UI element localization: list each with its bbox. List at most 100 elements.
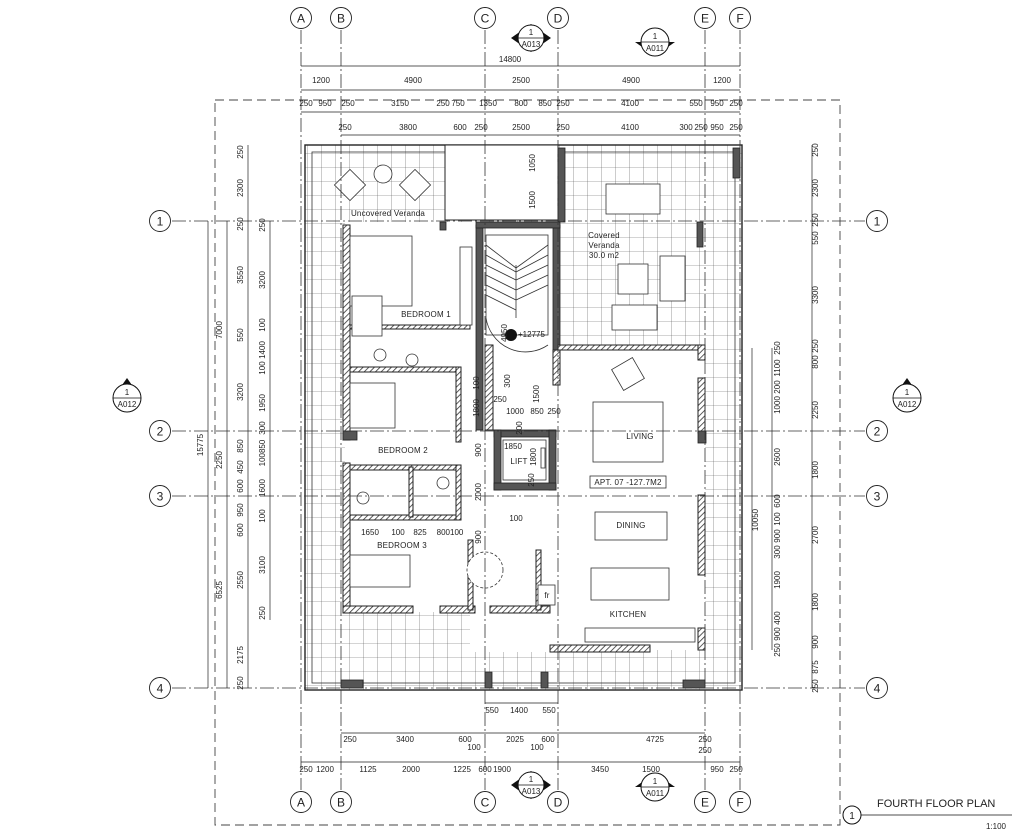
section-marker-a013-top[interactable]: 1 A013 <box>511 24 551 52</box>
dimension-label: 250 <box>343 735 357 744</box>
interior-dimension-label: 2000 <box>474 483 483 501</box>
room-labels: Uncovered Veranda Covered Veranda 30.0 m… <box>351 209 667 619</box>
dimension-label: 2500 <box>512 76 530 85</box>
dimension-label: 250 <box>698 746 712 755</box>
section-markers: 1 A013 1 A013 1 A011 1 A011 1 A012 <box>112 24 922 802</box>
label-dining: DINING <box>616 521 645 530</box>
grid-bubble-E: E <box>694 7 716 29</box>
interior-dimension-label: 250 <box>527 473 536 487</box>
grid-label: 3 <box>874 490 881 504</box>
dimension-label: 100 <box>258 361 267 375</box>
lift-car <box>502 439 547 481</box>
dimension-label: 3200 <box>236 383 245 401</box>
label-uncovered-veranda: Uncovered Veranda <box>351 209 425 218</box>
grid-bubble-B: B <box>330 7 352 29</box>
dimension-label: 900 <box>773 529 782 543</box>
dimension-label: 14800 <box>499 55 522 64</box>
dimension-label: 600 <box>458 735 472 744</box>
dimension-label: 250 <box>811 679 820 693</box>
grid-bubble-A: A <box>290 791 312 813</box>
grid-label: 3 <box>157 490 164 504</box>
marker-sheet: A013 <box>522 787 541 796</box>
dimension-label: 250 <box>773 341 782 355</box>
interior-dimension-label: 1650 <box>361 528 379 537</box>
dimension-label: 250 <box>773 643 782 657</box>
interior-dimension-label: 900 <box>474 530 483 544</box>
dimension-label: 850 <box>538 99 552 108</box>
dimension-label: 4100 <box>621 123 639 132</box>
dimension-label: 2300 <box>811 179 820 197</box>
dimension-label: 600 <box>236 479 245 493</box>
grid-label: 2 <box>874 425 881 439</box>
dimension-label: 7000 <box>215 321 224 339</box>
dimension-label: 550 <box>689 99 703 108</box>
dimension-label: 2500 <box>512 123 530 132</box>
dimension-label: 1200 <box>316 765 334 774</box>
interior-dimension-label: 850 <box>530 407 544 416</box>
section-marker-a012-right[interactable]: 1 A012 <box>892 378 922 413</box>
dimension-label: 250 <box>556 123 570 132</box>
title-number: 1 <box>849 811 855 822</box>
grid-label: B <box>337 12 345 26</box>
dimension-label: 250 <box>698 735 712 744</box>
dimension-label: 4900 <box>404 76 422 85</box>
grid-label: E <box>701 12 709 26</box>
label-covered-veranda-area: 30.0 m2 <box>589 251 620 260</box>
grid-bubble-3: 3 <box>149 485 171 507</box>
marker-number: 1 <box>653 32 658 41</box>
grid-label: 2 <box>157 425 164 439</box>
dimension-label: 3550 <box>236 266 245 284</box>
marker-sheet: A011 <box>646 44 665 53</box>
dimension-label: 100 <box>530 743 544 752</box>
interior-dimension-label: 900 <box>474 443 483 457</box>
walls <box>340 147 741 689</box>
dimension-label: 3150 <box>391 99 409 108</box>
section-marker-a011-top[interactable]: 1 A011 <box>635 27 675 57</box>
dimension-label: 950 <box>236 503 245 517</box>
dimension-label: 200 <box>773 380 782 394</box>
dimension-label: 300 <box>773 545 782 559</box>
grid-label: 4 <box>157 682 164 696</box>
dimension-label: 100 <box>258 318 267 332</box>
dimension-label: 875 <box>811 660 820 674</box>
dimension-label: 600 <box>773 494 782 508</box>
furniture <box>333 164 696 643</box>
dimension-label: 3800 <box>399 123 417 132</box>
grid-label: A <box>297 12 305 26</box>
section-marker-a012-left[interactable]: 1 A012 <box>112 378 142 413</box>
dimension-label: 2175 <box>236 646 245 664</box>
site-boundary-dashed <box>214 99 841 826</box>
interior-dimension-label: 1050 <box>528 154 537 172</box>
grid-bubble-F: F <box>729 791 751 813</box>
interior-dimension-label: 1800 <box>529 448 538 466</box>
dimension-label: 15775 <box>196 433 205 456</box>
dimension-label: 100 <box>467 743 481 752</box>
marker-number: 1 <box>125 388 130 397</box>
label-lift: LIFT <box>510 457 527 466</box>
marker-sheet: A013 <box>522 40 541 49</box>
dimension-label: 100 <box>258 509 267 523</box>
label-bedroom-1: BEDROOM 1 <box>401 310 451 319</box>
dimension-label: 250 <box>811 213 820 227</box>
interior-dimension-label: 1800 <box>472 399 481 417</box>
section-marker-a013-bottom[interactable]: 1 A013 <box>511 771 551 799</box>
section-marker-a011-bottom[interactable]: 1 A011 <box>635 772 675 802</box>
dimension-label: 2600 <box>773 448 782 466</box>
level-marker: +12775 <box>518 330 545 339</box>
interior-dimension-label: 100 <box>472 376 481 390</box>
dimension-label: 250 <box>811 143 820 157</box>
dimension-label: 100850 <box>258 439 267 466</box>
dimension-label: 1125 <box>359 765 377 774</box>
grid-bubble-D: D <box>547 791 569 813</box>
dimension-label: 600 <box>541 735 555 744</box>
label-bedroom-2: BEDROOM 2 <box>378 446 428 455</box>
grid-bubble-D: D <box>547 7 569 29</box>
grid-label: F <box>736 796 743 810</box>
dimension-label: 1350 <box>479 99 497 108</box>
grid-bubble-2: 2 <box>866 420 888 442</box>
label-apartment-tag: APT. 07 -127.7M2 <box>594 478 662 487</box>
dimension-label: 2700 <box>811 526 820 544</box>
dimension-label: 250 <box>474 123 488 132</box>
grid-bubble-4: 4 <box>866 677 888 699</box>
interior-dimension-label: 825 <box>413 528 427 537</box>
